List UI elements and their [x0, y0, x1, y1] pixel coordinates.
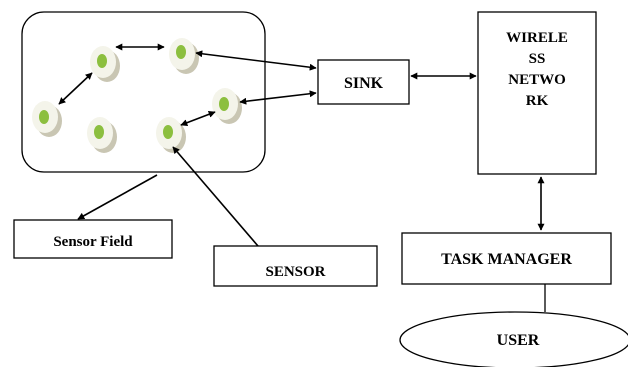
sink-box: [317, 59, 410, 105]
sensor-node: [212, 88, 242, 124]
sensor-node: [156, 117, 186, 153]
sensor-node: [87, 117, 117, 153]
wireless-network-label-line: NETWO: [508, 72, 566, 88]
sensor-label: SENSOR: [265, 264, 325, 280]
sensor-field-box: [13, 219, 173, 259]
sensor-field-pointer-arrow: [77, 174, 158, 220]
node-sink-arrow: [239, 90, 317, 105]
sensor-node: [169, 38, 199, 74]
sensor-box: [213, 245, 378, 287]
sensor-node: [90, 46, 120, 82]
sink-label: SINK: [344, 75, 384, 92]
wireless-network-label-line: SS: [529, 51, 546, 67]
sensor-field-label: Sensor Field: [53, 234, 133, 250]
node-sink-arrow: [195, 50, 317, 71]
wireless-network-box: [477, 11, 597, 175]
sensor-node: [32, 101, 62, 137]
user-ellipse: [399, 311, 628, 367]
task-manager-box: [401, 232, 612, 285]
wireless-network-label-line: WIRELE: [506, 30, 568, 46]
user-label: USER: [497, 332, 540, 349]
sensor-pointer-arrow: [172, 146, 259, 247]
node-link-arrow: [180, 110, 216, 127]
wireless-network-label-line: RK: [526, 93, 549, 109]
node-link-arrow: [58, 72, 93, 105]
task-manager-label: TASK MANAGER: [441, 251, 572, 268]
